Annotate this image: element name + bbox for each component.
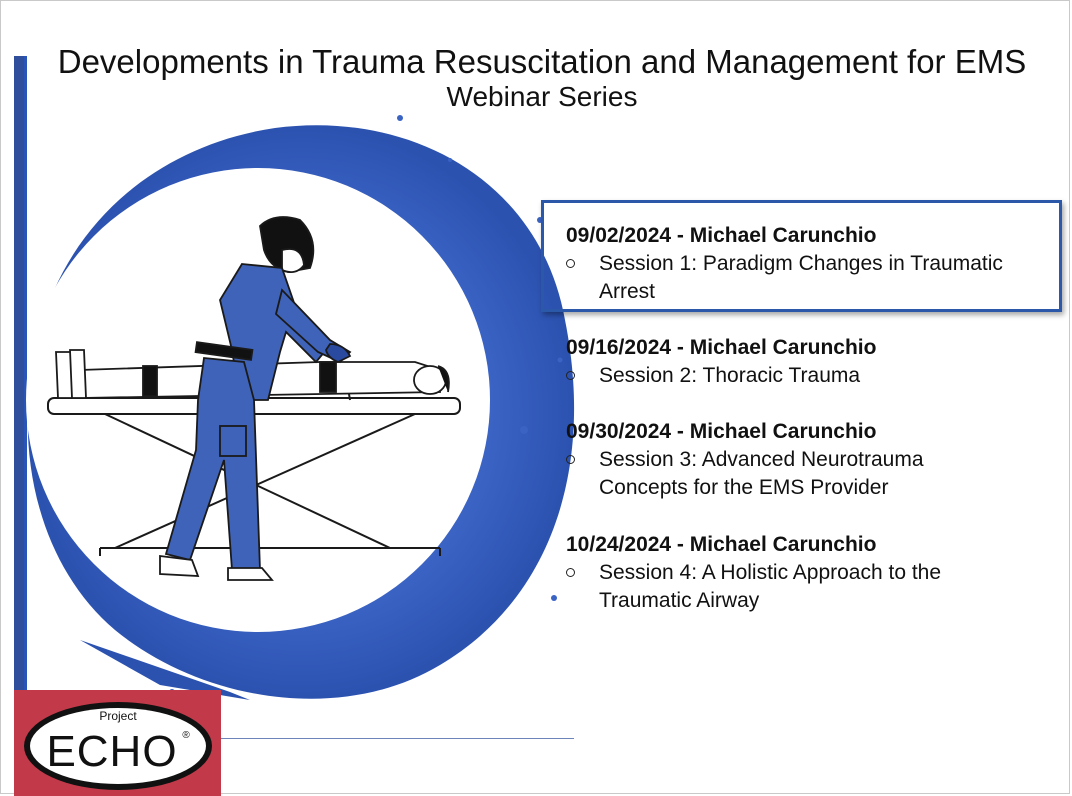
left-accent-stripe [14, 56, 24, 696]
hollow-circle-bullet-icon [566, 259, 575, 268]
session-entry-4: 10/24/2024 - Michael Carunchio Session 4… [566, 531, 1056, 615]
slide-subtitle: Webinar Series [446, 81, 638, 112]
session-header: 09/30/2024 - Michael Carunchio [566, 420, 877, 443]
project-echo-logo: Project ECHO ® [14, 690, 221, 796]
highlighted-session-box [541, 200, 1062, 312]
session-line: Session 1: Paradigm Changes in Traumatic [599, 252, 1003, 275]
session-line: Concepts for the EMS Provider [599, 476, 889, 499]
session-line: Arrest [599, 280, 656, 303]
session-entry-2: 09/16/2024 - Michael Carunchio Session 2… [566, 334, 1056, 390]
session-description: Session 2: Thoracic Trauma [566, 362, 1056, 390]
session-line: Session 2: Thoracic Trauma [599, 364, 861, 387]
paramedic-illustration [26, 115, 575, 700]
paramedic-figure [159, 216, 352, 581]
session-entry-3: 09/30/2024 - Michael Carunchio Session 3… [566, 418, 1056, 502]
footer-divider [221, 738, 574, 739]
hollow-circle-bullet-icon [566, 568, 575, 577]
hollow-circle-bullet-icon [566, 371, 575, 380]
session-line: Traumatic Airway [599, 589, 760, 612]
session-line: Session 3: Advanced Neurotrauma [599, 448, 924, 471]
hollow-circle-bullet-icon [566, 455, 575, 464]
session-entry-1: 09/02/2024 - Michael Carunchio Session 1… [566, 222, 1056, 306]
logo-echo-text: ECHO [46, 727, 177, 776]
slide-title: Developments in Trauma Resuscitation and… [57, 43, 1027, 80]
logo-registered-mark: ® [182, 730, 190, 741]
session-header: 09/02/2024 - Michael Carunchio [566, 224, 877, 247]
logo-project-text: Project [99, 709, 137, 723]
session-description: Session 1: Paradigm Changes in Traumatic… [566, 250, 1056, 306]
session-line: Session 4: A Holistic Approach to the [599, 561, 942, 584]
echo-logo-icon: Project ECHO ® [24, 702, 212, 790]
session-description: Session 4: A Holistic Approach to the Tr… [566, 559, 1056, 615]
session-header: 09/16/2024 - Michael Carunchio [566, 336, 877, 359]
session-description: Session 3: Advanced Neurotrauma Concepts… [566, 446, 1056, 502]
session-header: 10/24/2024 - Michael Carunchio [566, 533, 877, 556]
left-accent-stripe-thin [24, 56, 27, 696]
